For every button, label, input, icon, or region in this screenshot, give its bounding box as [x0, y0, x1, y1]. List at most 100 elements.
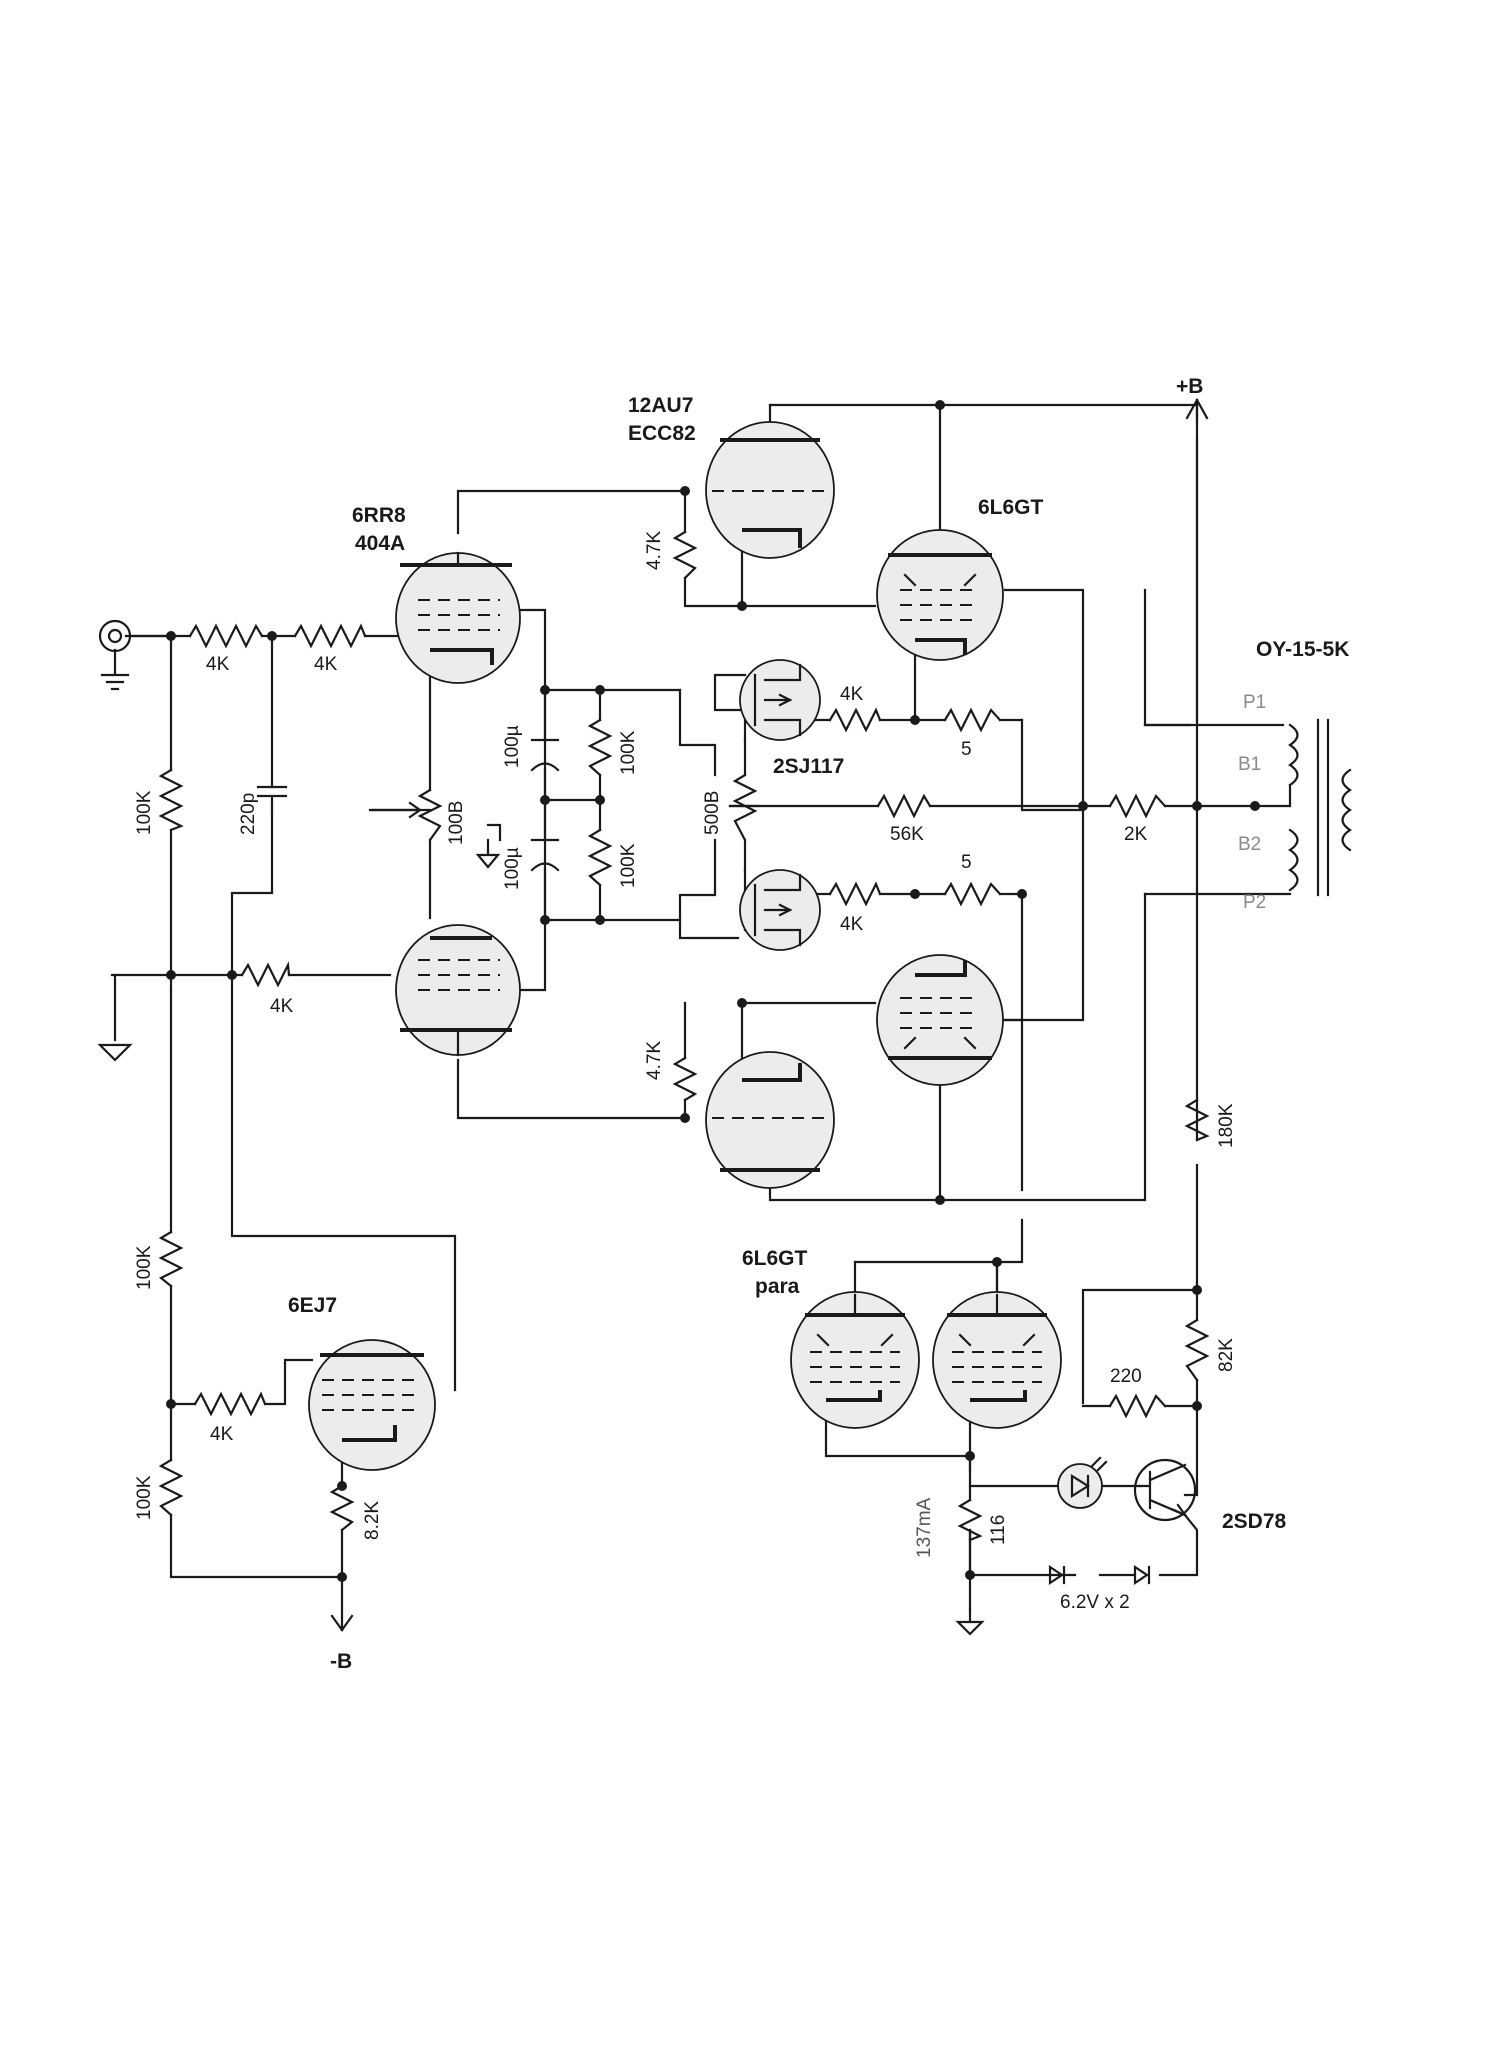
- tube-12au7-top: [705, 421, 835, 559]
- label-r-220: 220: [1110, 1366, 1142, 1387]
- label-r-100k-left3: 100K: [134, 1475, 155, 1520]
- capacitor-100u-top: [530, 738, 560, 772]
- plus-b-arrow: [1185, 398, 1209, 420]
- tube-12au7-bot: [705, 1051, 835, 1189]
- resistor-220: [1108, 1393, 1167, 1419]
- resistor-fet-top: [828, 707, 882, 733]
- label-r-fet-top: 4K: [840, 684, 864, 705]
- label-c-220p: 220p: [238, 793, 259, 835]
- transistor-2sd78: [1133, 1458, 1197, 1522]
- label-r-100k-mid2: 100K: [618, 843, 639, 888]
- fet-2sj117-bot: [739, 869, 821, 951]
- label-para: para: [755, 1275, 800, 1298]
- labels: 12AU7 ECC82 6RR8 404A 6L6GT 6EJ7 6L6GT p…: [134, 375, 1349, 1673]
- label-r-4k7-bot: 4.7K: [644, 1041, 665, 1080]
- resistor-100k-mid2: [587, 828, 613, 887]
- input-jack[interactable]: [98, 619, 173, 653]
- label-zener: 6.2V x 2: [1060, 1592, 1130, 1613]
- label-r-82k-right: 82K: [1216, 1338, 1237, 1372]
- label-404a: 404A: [355, 532, 405, 555]
- label-r-100k-left2: 100K: [134, 1245, 155, 1290]
- resistor-fb: [240, 961, 291, 988]
- resistor-5-top: [943, 707, 1002, 733]
- label-c-100u-top: 100µ: [502, 725, 523, 768]
- resistor-100k-left2: [158, 1230, 184, 1288]
- label-r-116: 116: [988, 1515, 1009, 1545]
- label-ecc82: ECC82: [628, 422, 696, 445]
- ground-input: [100, 648, 130, 691]
- resistor-4k7-bot: [672, 1056, 698, 1102]
- label-b1: B1: [1238, 754, 1261, 775]
- ground-mid: [475, 838, 501, 869]
- label-minus-b: -B: [330, 1650, 352, 1673]
- label-6rr8: 6RR8: [352, 504, 406, 527]
- label-r-5-bot: 5: [961, 852, 972, 873]
- minus-b-arrow: [330, 1614, 354, 1632]
- label-r-fb: 4K: [270, 996, 294, 1017]
- label-r-fet-bot: 4K: [840, 914, 864, 935]
- resistor-116: [957, 1498, 983, 1542]
- label-p2: P2: [1243, 892, 1266, 913]
- led-indicator: [1057, 1456, 1108, 1509]
- resistor-56k: [876, 793, 932, 819]
- label-current: 137mA: [914, 1497, 935, 1558]
- capacitors: [256, 738, 560, 872]
- resistor-4k7-top: [672, 530, 698, 580]
- label-pot-500b: 500B: [702, 791, 723, 835]
- resistor-5-bot: [943, 881, 1002, 907]
- resistor-82k-right: [1184, 1318, 1210, 1382]
- label-12au7: 12AU7: [628, 394, 693, 417]
- resistor-180k: [1184, 1098, 1210, 1142]
- output-transformer: [1288, 718, 1352, 897]
- resistor-100k-mid1: [587, 718, 613, 777]
- label-r-100k-mid1: 100K: [618, 730, 639, 775]
- label-6ej7: 6EJ7: [288, 1294, 337, 1317]
- label-r-6ej7-grid: 4K: [210, 1424, 234, 1445]
- resistor-in2: [293, 623, 367, 649]
- resistor-100k-left1: [158, 768, 184, 832]
- label-r-2k: 2K: [1124, 824, 1148, 845]
- label-r-82k-cathode: 8.2K: [362, 1501, 383, 1540]
- pot-500b: [732, 773, 758, 842]
- tube-6ej7: [308, 1339, 436, 1471]
- capacitor-100u-bot: [530, 838, 560, 872]
- capacitor-220p: [256, 785, 288, 810]
- potentiometers: [370, 738, 760, 872]
- junctions: [166, 400, 1260, 1582]
- label-6l6gt-para: 6L6GT: [742, 1247, 808, 1270]
- label-r-100k-left1: 100K: [134, 790, 155, 835]
- tube-6l6gt-para-right: [932, 1291, 1062, 1429]
- tube-6l6gt-bot: [876, 954, 1004, 1086]
- label-p1: P1: [1243, 692, 1266, 713]
- label-2sd78: 2SD78: [1222, 1510, 1287, 1533]
- resistors: [158, 530, 1210, 1632]
- grounds: [97, 648, 985, 1636]
- ground-bottom: [955, 1608, 985, 1636]
- fet-2sj117-top: [739, 659, 821, 741]
- resistor-82k-cathode: [329, 1484, 355, 1532]
- resistor-100k-left3: [158, 1458, 184, 1517]
- tube-6l6gt-para-left: [790, 1291, 920, 1429]
- label-r-56k: 56K: [890, 824, 924, 845]
- resistor-in1: [188, 623, 264, 649]
- ground-left: [97, 1043, 133, 1062]
- label-2sj117: 2SJ117: [773, 755, 844, 778]
- resistor-6ej7-grid: [193, 1391, 267, 1417]
- label-6l6gt: 6L6GT: [978, 496, 1044, 519]
- label-r-in1: 4K: [206, 654, 230, 675]
- label-c-100u-bot: 100µ: [502, 847, 523, 890]
- resistor-fet-bot: [828, 881, 882, 907]
- label-plus-b: +B: [1176, 375, 1203, 398]
- label-r-4k7-top: 4.7K: [644, 531, 665, 570]
- resistor-2k: [1108, 793, 1167, 819]
- tube-6rr8: [395, 551, 521, 684]
- label-b2: B2: [1238, 834, 1261, 855]
- label-pot-100b: 100B: [446, 801, 467, 845]
- tube-6rr8-lower: [395, 924, 521, 1057]
- label-r-5-top: 5: [961, 739, 972, 760]
- wiring: [110, 398, 1292, 1612]
- tube-6l6gt-top: [876, 529, 1004, 661]
- label-transformer: OY-15-5K: [1256, 638, 1349, 661]
